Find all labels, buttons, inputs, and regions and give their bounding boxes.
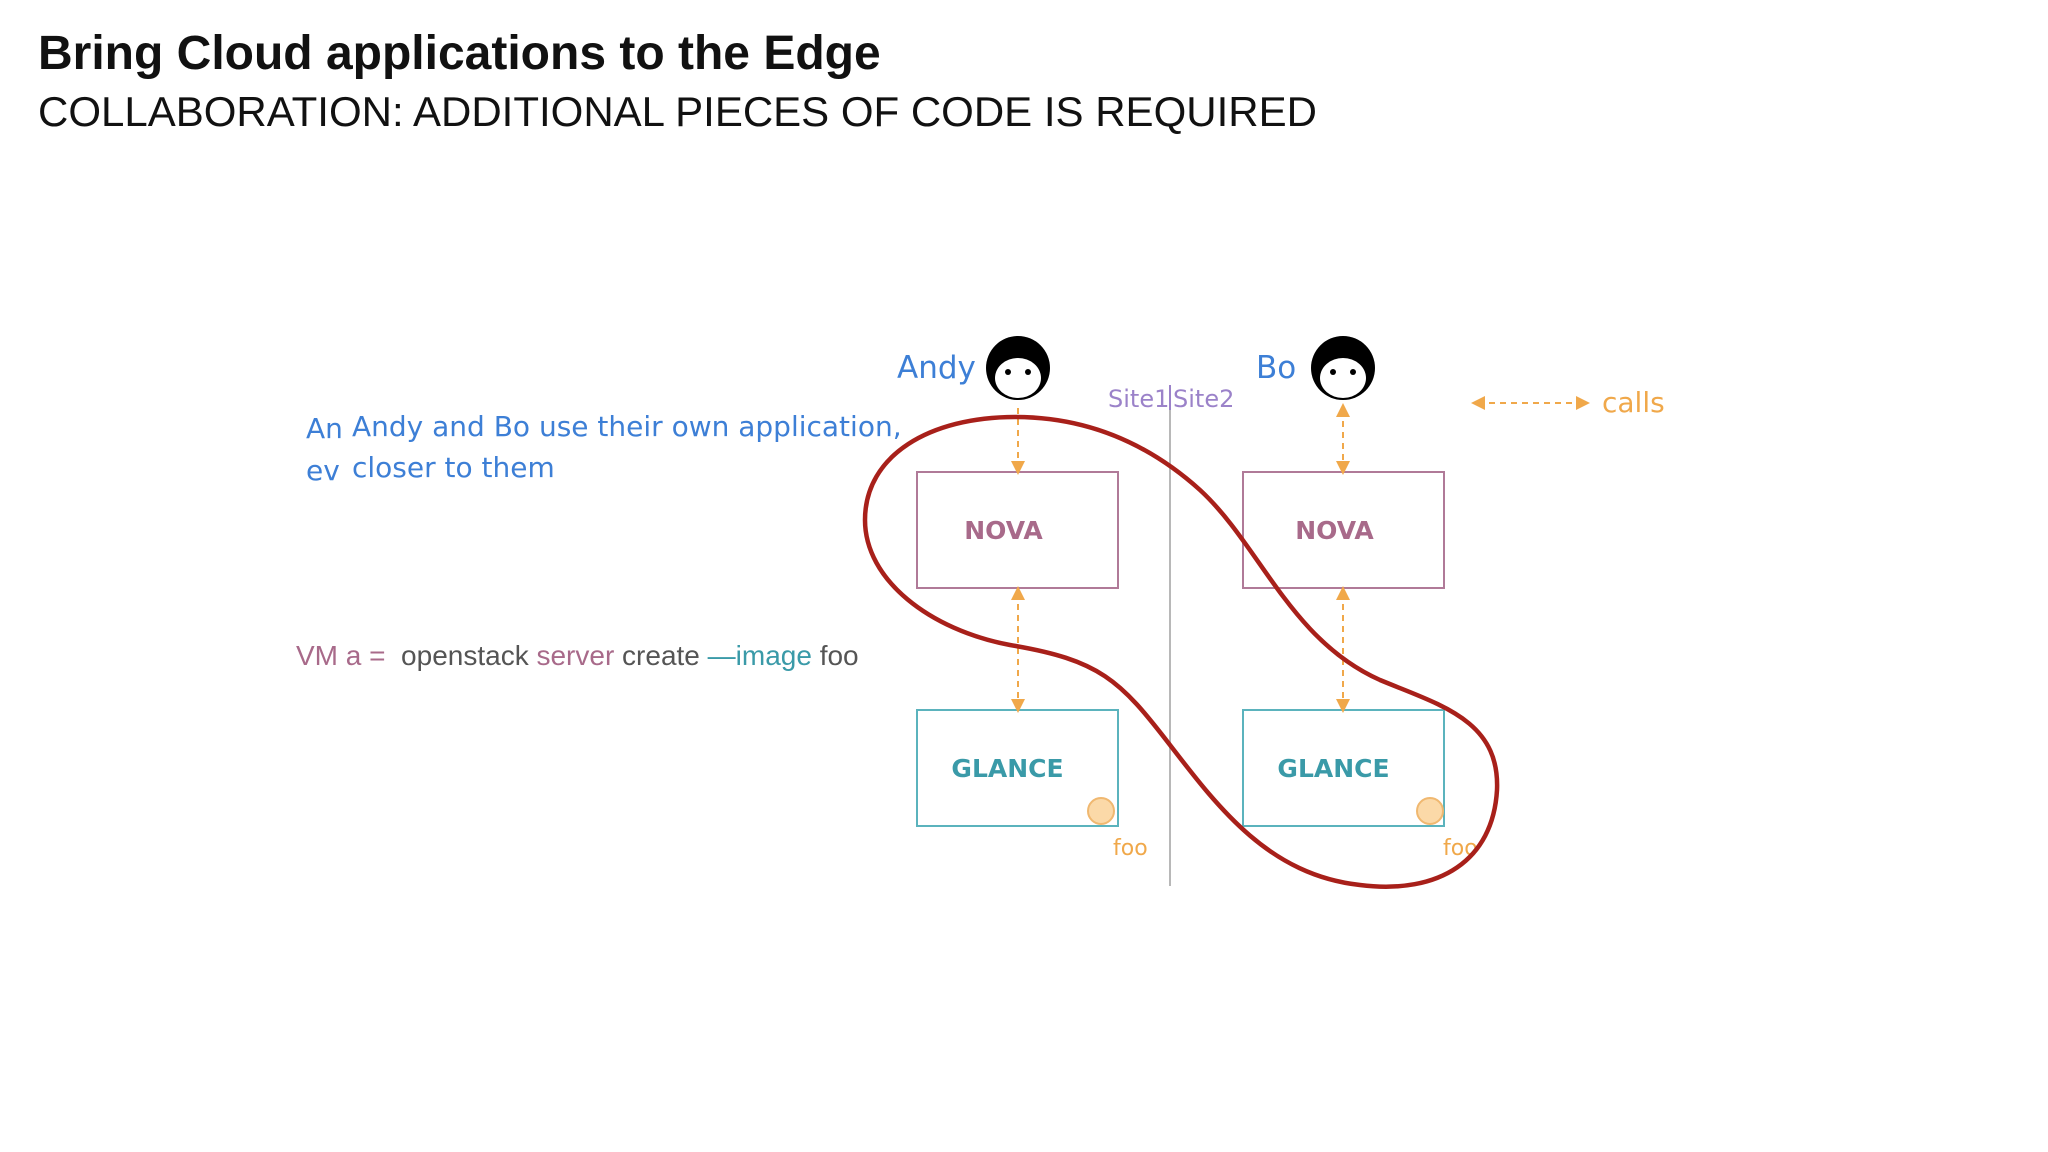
command-image-name: foo	[819, 640, 859, 671]
highlight-loop	[862, 414, 1500, 889]
glance-label-site2: GLANCE	[1277, 753, 1390, 783]
nova-label-site1: NOVA	[964, 515, 1043, 545]
description-line-1: Andy and Bo use their own application,	[352, 410, 902, 443]
command-image-flag: —image	[707, 640, 812, 671]
site1-label: Site1	[1108, 385, 1170, 413]
slide-subtitle: COLLABORATION: ADDITIONAL PIECES OF CODE…	[38, 88, 1317, 135]
legend-calls-label: calls	[1602, 386, 1665, 419]
slide-title: Bring Cloud applications to the Edge	[38, 27, 881, 80]
person-face-icon-bo	[1311, 336, 1375, 400]
user-name-andy: Andy	[897, 350, 976, 386]
description-prefix-1: An	[306, 412, 343, 445]
command-vm: VM a =	[296, 640, 386, 671]
glance-label-site1: GLANCE	[951, 753, 1064, 783]
command-server: server	[536, 640, 615, 671]
nova-label-site2: NOVA	[1295, 515, 1374, 545]
person-face-icon-andy	[986, 336, 1050, 400]
command-create: create	[622, 640, 700, 671]
image-foo-dot-site2	[1416, 797, 1444, 825]
openstack-command: VM a = openstack server create —image fo…	[296, 640, 859, 672]
image-foo-dot-site1	[1087, 797, 1115, 825]
description-prefix-2: ev	[306, 454, 340, 487]
command-openstack: openstack	[401, 640, 529, 671]
description-line-2: closer to them	[352, 451, 555, 484]
user-name-bo: Bo	[1256, 350, 1297, 386]
site2-label: Site2	[1173, 385, 1235, 413]
image-foo-label-site1: foo	[1113, 836, 1148, 861]
